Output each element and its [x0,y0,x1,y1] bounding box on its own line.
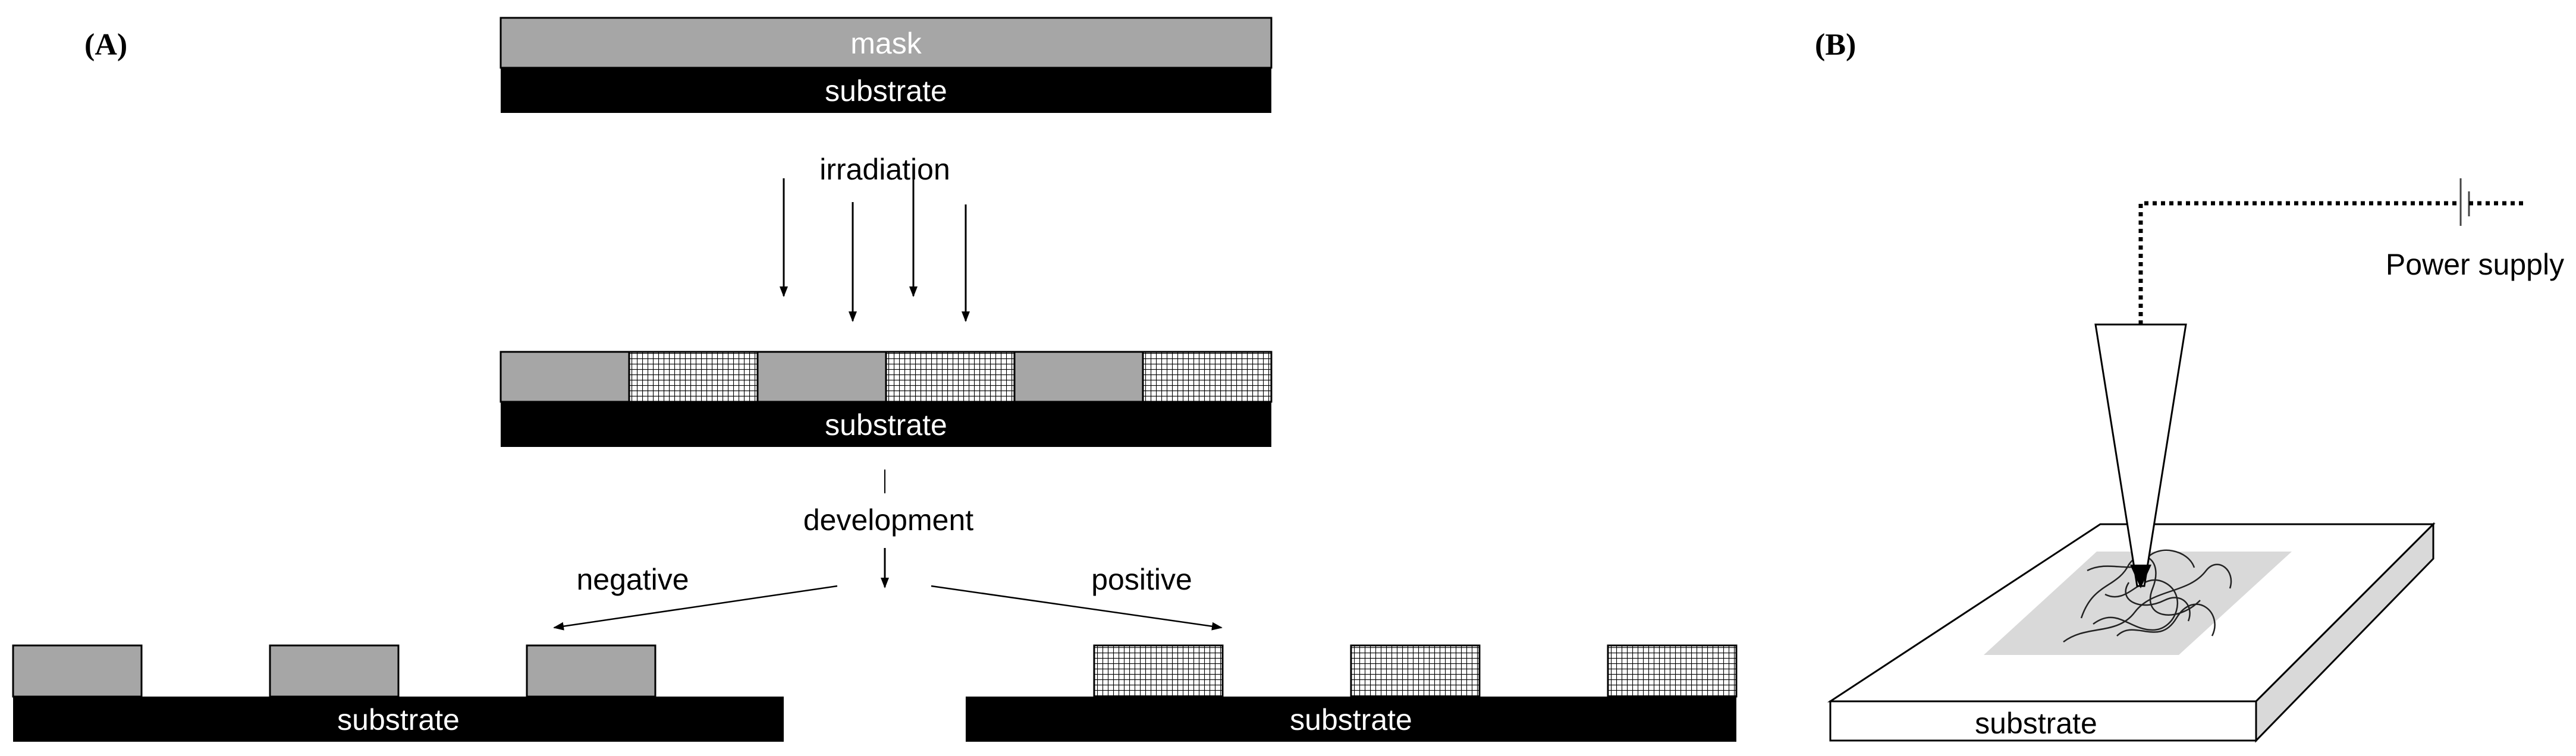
fiber-deposition-area [1984,552,2292,655]
needle-tip [2130,565,2151,588]
panel-b-label: (B) [1815,28,1856,62]
resist-unexposed [756,351,887,403]
negative-label: negative [576,563,689,596]
substrate-label-positive: substrate [1290,703,1412,736]
irradiation-arrows [780,178,970,322]
slab-front-face [1829,700,2257,742]
power-supply: Power supply [2138,178,2564,325]
needle-body [2094,323,2187,587]
resist-exposed [1142,351,1273,403]
resist-unexposed [1013,351,1144,403]
substrate-label-b: substrate [1975,707,2097,740]
substrate-label-negative: substrate [337,703,460,736]
resist-block-positive [1093,644,1224,698]
substrate-label-top: substrate [825,74,947,108]
mask-on-substrate: mask substrate [500,17,1273,113]
substrate-top [501,68,1271,113]
negative-arrow [553,585,838,631]
development-label: development [803,503,973,537]
substrate-negative [13,697,784,742]
resist-block-positive [1350,644,1481,698]
resist-unexposed [500,351,630,403]
resist-exposed [628,351,759,403]
substrate-positive [966,697,1736,742]
mask-label: mask [850,27,922,60]
substrate-middle [501,402,1271,447]
resist-block-negative [526,644,656,698]
positive-label: positive [1091,563,1192,596]
resist-block-negative [269,644,400,698]
mask-layer [500,17,1273,69]
resist-exposed [885,351,1016,403]
fibers [2063,549,2232,643]
panel-a-label: (A) [84,28,127,62]
needle [2094,323,2187,588]
positive-arrow [931,585,1223,631]
dotted-wire [2138,201,2461,325]
power-supply-label: Power supply [2386,248,2564,281]
negative-result: substrate [12,644,784,742]
positive-result: substrate [966,644,1738,742]
irradiation-label: irradiation [819,153,950,186]
resist-block-negative [12,644,143,698]
substrate-label-middle: substrate [825,408,947,442]
resist-block-positive [1607,644,1738,698]
exposed-resist: substrate [500,351,1273,447]
